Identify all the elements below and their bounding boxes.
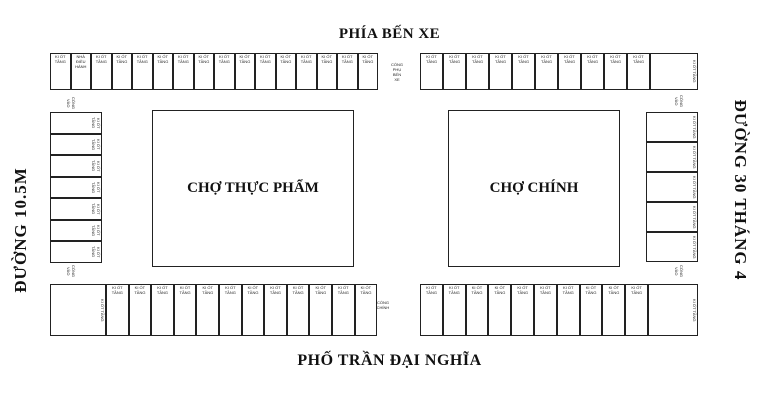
stall-bottom-left-11: KI ỐT TẦNG	[332, 284, 355, 336]
road-label-top: PHÍA BẾN XE	[338, 26, 441, 42]
stall-right-1: KI ỐT TẦNG	[646, 112, 698, 142]
stall-bottom-left-6: KI ỐT TẦNG	[219, 284, 242, 336]
stall-bottom-left-corner: KI ỐT TẦNG	[50, 284, 106, 336]
stall-bottom-right-7: KI ỐT TẦNG	[556, 284, 580, 336]
food-market-block: CHỢ THỰC PHẨM	[152, 110, 354, 267]
stall-top-right-corner: KI ỐT TẦNG	[650, 53, 698, 90]
stall-top-right-10: KI ỐT TẦNG	[627, 53, 650, 90]
stall-bottom-right-8: KI ỐT TẦNG	[579, 284, 603, 336]
stall-right-2: KI ỐT TẦNG	[646, 142, 698, 172]
gate-right-top: CỔNG VÀO	[674, 95, 684, 107]
road-label-left: ĐƯỜNG 10.5M	[11, 167, 30, 293]
stall-left-4: KI ỐT TẦNG	[50, 176, 102, 198]
stall-bottom-right-5: KI ỐT TẦNG	[511, 284, 534, 336]
stall-bottom-left-2: KI ỐT TẦNG	[128, 284, 152, 336]
road-label-right: ĐƯỜNG 30 THÁNG 4	[731, 99, 750, 281]
stall-top-left-3: KI ỐT TẦNG	[91, 53, 112, 90]
stall-top-right-3: KI ỐT TẦNG	[466, 53, 489, 90]
gate-left-top: CỔNG VÀO	[66, 97, 76, 109]
stall-top-left-2: NHÀ ĐIỀU HÀNH	[70, 53, 91, 90]
stall-bottom-right-4: KI ỐT TẦNG	[488, 284, 512, 336]
stall-top-left-14: KI ỐT TẦNG	[316, 53, 337, 90]
stall-bottom-left-9: KI ỐT TẦNG	[286, 284, 310, 336]
stall-top-left-13: KI ỐT TẦNG	[296, 53, 317, 90]
stall-top-right-6: KI ỐT TẦNG	[535, 53, 558, 90]
stall-top-left-16: KI ỐT TẦNG	[357, 53, 378, 90]
stall-bottom-right-3: KI ỐT TẦNG	[465, 284, 489, 336]
stall-top-left-10: KI ỐT TẦNG	[234, 53, 255, 90]
stall-top-left-5: KI ỐT TẦNG	[132, 53, 153, 90]
stall-right-3: KI ỐT TẦNG	[646, 172, 698, 202]
stall-top-right-8: KI ỐT TẦNG	[581, 53, 604, 90]
stall-top-left-6: KI ỐT TẦNG	[152, 53, 173, 90]
main-market-block: CHỢ CHÍNH	[448, 110, 620, 267]
gate-bottom-middle: CỔNG CHÍNH	[376, 300, 390, 310]
stall-bottom-left-12: KI ỐT TẦNG	[354, 284, 378, 336]
stall-top-left-11: KI ỐT TẦNG	[255, 53, 276, 90]
stall-top-left-12: KI ỐT TẦNG	[275, 53, 296, 90]
stall-bottom-right-2: KI ỐT TẦNG	[442, 284, 466, 336]
stall-bottom-left-1: KI ỐT TẦNG	[106, 284, 129, 336]
stall-bottom-left-8: KI ỐT TẦNG	[264, 284, 287, 336]
gate-top-middle: CỔNG PHỤ BẾN XE	[391, 62, 403, 82]
stall-right-4: KI ỐT TẦNG	[646, 202, 698, 232]
stall-top-left-8: KI ỐT TẦNG	[193, 53, 214, 90]
stall-top-left-1: KI ỐT TẦNG	[50, 53, 71, 90]
stall-top-right-9: KI ỐT TẦNG	[604, 53, 627, 90]
road-label-left-container: ĐƯỜNG 10.5M	[6, 130, 36, 330]
gate-right-bottom: CỔNG VÀO	[674, 265, 684, 277]
road-label-right-container: ĐƯỜNG 30 THÁNG 4	[722, 99, 758, 281]
stall-top-left-7: KI ỐT TẦNG	[173, 53, 194, 90]
stall-bottom-right-10: KI ỐT TẦNG	[625, 284, 648, 336]
stall-top-right-4: KI ỐT TẦNG	[489, 53, 512, 90]
stall-left-5: KI ỐT TẦNG	[50, 198, 102, 220]
road-label-bottom: PHỐ TRẦN ĐẠI NGHĨA	[297, 352, 482, 369]
stall-bottom-left-7: KI ỐT TẦNG	[241, 284, 265, 336]
stall-bottom-left-3: KI ỐT TẦNG	[151, 284, 174, 336]
stall-bottom-left-10: KI ỐT TẦNG	[309, 284, 332, 336]
stall-left-3: KI ỐT TẦNG	[50, 155, 102, 177]
stall-bottom-right-1: KI ỐT TẦNG	[420, 284, 443, 336]
stall-top-right-5: KI ỐT TẦNG	[512, 53, 535, 90]
gate-left-bottom: CỔNG VÀO	[66, 265, 76, 277]
stall-left-2: KI ỐT TẦNG	[50, 133, 102, 155]
stall-left-6: KI ỐT TẦNG	[50, 219, 102, 241]
food-market-label: CHỢ THỰC PHẨM	[187, 180, 319, 196]
stall-bottom-left-4: KI ỐT TẦNG	[173, 284, 197, 336]
stall-top-left-9: KI ỐT TẦNG	[214, 53, 235, 90]
stall-top-left-15: KI ỐT TẦNG	[337, 53, 358, 90]
stall-bottom-left-5: KI ỐT TẦNG	[196, 284, 219, 336]
main-market-label: CHỢ CHÍNH	[489, 180, 579, 196]
stall-top-right-1: KI ỐT TẦNG	[420, 53, 443, 90]
stall-left-1: KI ỐT TẦNG	[50, 112, 102, 134]
stall-bottom-right-9: KI ỐT TẦNG	[602, 284, 626, 336]
stall-top-right-7: KI ỐT TẦNG	[558, 53, 581, 90]
stall-bottom-right-corner: KI ỐT TẦNG	[648, 284, 698, 336]
stall-left-7: KI ỐT TẦNG	[50, 241, 102, 263]
stall-bottom-right-6: KI ỐT TẦNG	[534, 284, 557, 336]
stall-top-right-2: KI ỐT TẦNG	[443, 53, 466, 90]
stall-top-left-4: KI ỐT TẦNG	[111, 53, 132, 90]
stall-right-5: KI ỐT TẦNG	[646, 232, 698, 262]
